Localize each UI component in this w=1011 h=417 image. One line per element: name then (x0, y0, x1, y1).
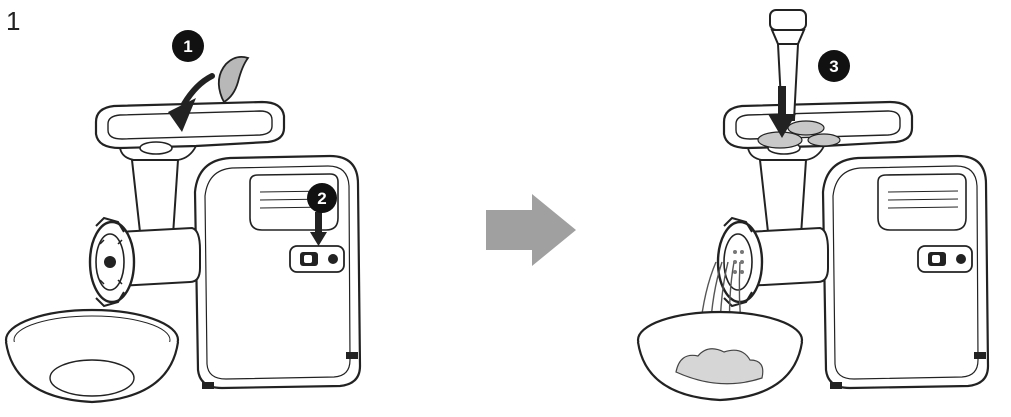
callout-3-badge: 3 (818, 50, 850, 82)
meat-chunk-icon (219, 57, 248, 102)
bowl-icon (6, 310, 178, 402)
callout-1-badge: 1 (172, 30, 204, 62)
callout-2-badge: 2 (307, 183, 337, 213)
arrow-right-icon (486, 194, 576, 266)
callout-3-label: 3 (829, 57, 838, 76)
callout-2-label: 2 (317, 189, 326, 208)
grinder-right: 3 (638, 10, 988, 400)
bowl-icon-right (638, 312, 802, 400)
callout-1-label: 1 (183, 37, 192, 56)
grinder-left: 1 2 (6, 30, 360, 402)
